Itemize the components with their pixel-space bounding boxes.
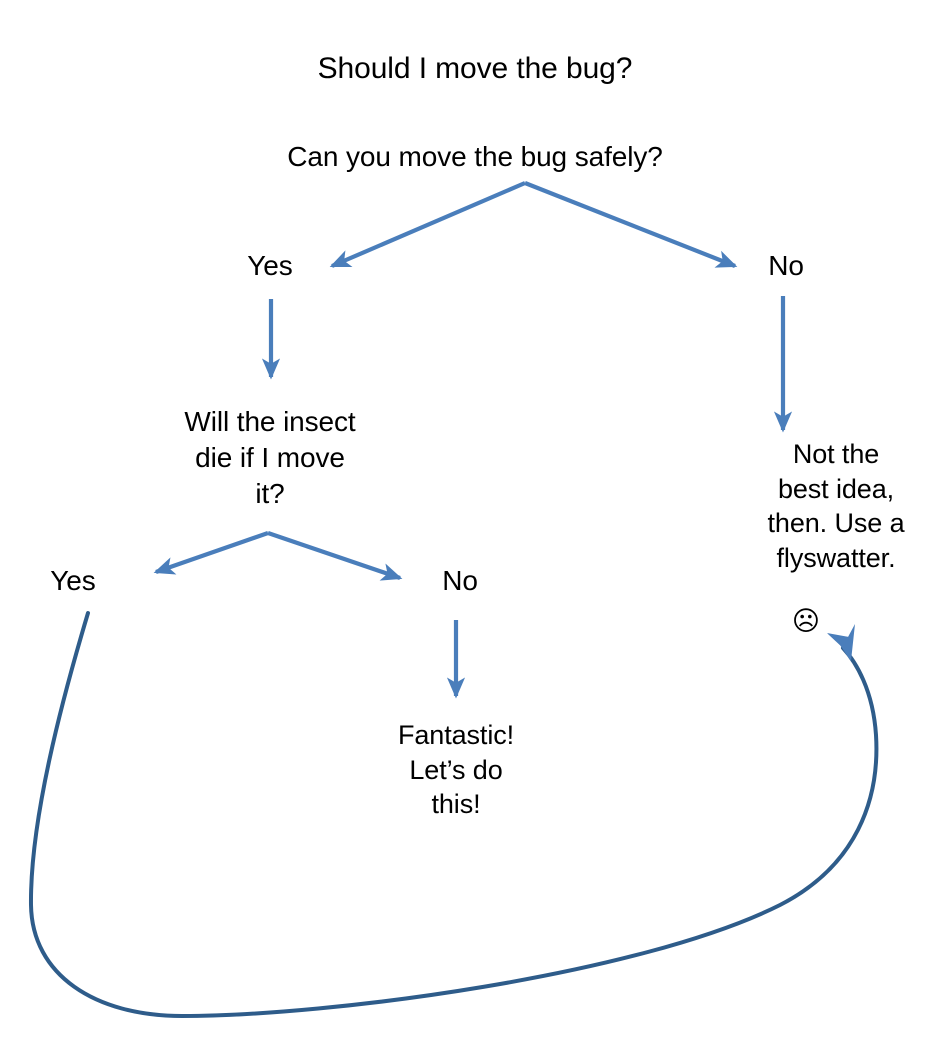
question-can-you-move-safely: Can you move the bug safely? (287, 141, 663, 172)
page-title: Should I move the bug? (317, 52, 633, 85)
edge-q1-to-yes (329, 181, 526, 268)
branch-label-q2-no: No (442, 565, 478, 596)
edge-q2-to-no (267, 531, 403, 581)
sad-face-icon: ☹ (791, 606, 821, 637)
outcome-fantastic: Fantastic! Let’s do this! (397, 720, 515, 820)
branch-label-q2-yes: Yes (50, 565, 96, 596)
branch-label-q1-yes: Yes (247, 250, 293, 281)
outcome-not-the-best-idea: Not the best idea, then. Use a flyswatte… (767, 439, 905, 573)
edge-q1-to-no (524, 181, 738, 268)
edge-q2-to-yes (153, 531, 269, 575)
branch-label-q1-no: No (768, 250, 804, 281)
question-will-insect-die: Will the insect die if I move it? (184, 406, 356, 509)
